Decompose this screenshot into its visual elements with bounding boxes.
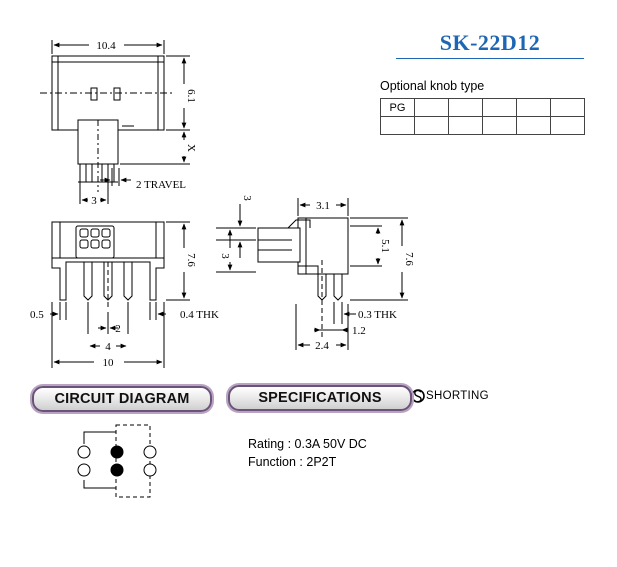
dim-10: 10	[103, 357, 115, 369]
dim-side-3-top: 3	[241, 195, 253, 201]
table-cell	[380, 116, 415, 135]
dim-2: 2	[115, 323, 121, 335]
top-view	[40, 40, 190, 204]
dim-side-3-mid: 3	[219, 253, 231, 259]
knob-type-table: PG	[380, 98, 585, 135]
dim-1-2: 1.2	[352, 325, 366, 337]
dim-front-7-6: 7.6	[185, 253, 197, 267]
table-cell	[414, 116, 449, 135]
circuit-diagram-heading: CIRCUIT DIAGRAM	[32, 386, 212, 412]
dim-travel: 2 TRAVEL	[136, 179, 186, 191]
table-cell	[550, 116, 585, 135]
shorting-label: SHORTING	[426, 390, 489, 402]
spec-function: Function : 2P2T	[248, 455, 337, 469]
table-cell	[448, 98, 483, 117]
dim-pitch-3: 3	[91, 195, 97, 207]
model-title: SK-22D12	[439, 30, 541, 55]
dim-10-4: 10.4	[96, 40, 116, 52]
dim-x: X	[185, 144, 197, 152]
knob-label: Optional knob type	[380, 79, 485, 93]
table-cell	[448, 116, 483, 135]
table-cell	[516, 116, 551, 135]
table-cell	[482, 116, 517, 135]
spec-rating: Rating : 0.3A 50V DC	[248, 437, 367, 451]
circuit-diagram	[77, 424, 157, 498]
dim-5-1: 5.1	[379, 239, 391, 253]
dim-0-5: 0.5	[30, 309, 44, 321]
table-cell	[550, 98, 585, 117]
dim-4: 4	[105, 341, 111, 353]
table-row: PG	[380, 98, 585, 117]
dim-3-1: 3.1	[316, 200, 330, 212]
dim-0-3-thk: 0.3 THK	[358, 309, 397, 321]
front-view	[50, 221, 190, 368]
dim-2-4: 2.4	[315, 340, 329, 352]
table-cell	[516, 98, 551, 117]
specifications-heading: SPECIFICATIONS	[228, 385, 412, 411]
dim-0-4-thk: 0.4 THK	[180, 309, 219, 321]
table-row	[380, 116, 585, 135]
table-cell	[414, 98, 449, 117]
dim-6-1: 6.1	[185, 89, 197, 103]
shorting-icon	[411, 389, 425, 403]
table-cell: PG	[380, 98, 415, 117]
title-underline	[396, 58, 584, 59]
table-cell	[482, 98, 517, 117]
dim-side-7-6: 7.6	[403, 252, 415, 266]
side-view	[216, 198, 408, 350]
